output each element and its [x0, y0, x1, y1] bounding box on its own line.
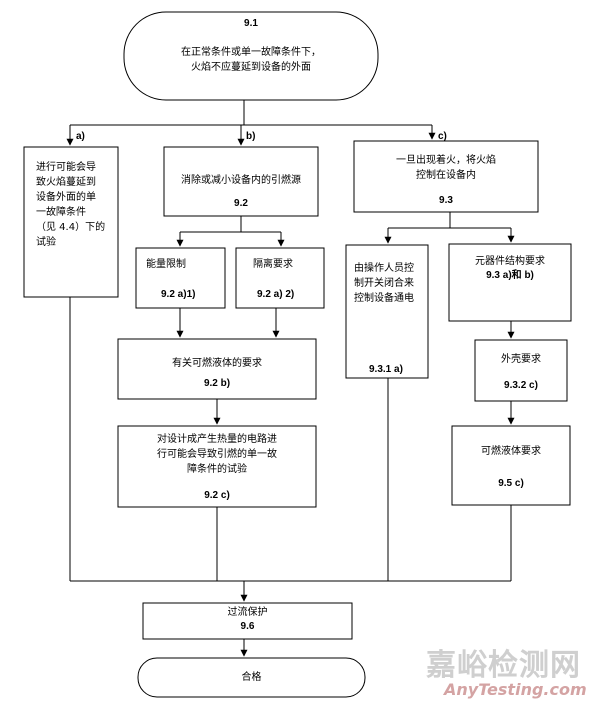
component-structure-box	[448, 243, 572, 322]
overcurrent-ref: 9.6	[240, 621, 255, 632]
enclosure-box	[474, 339, 568, 402]
start-terminal	[123, 11, 379, 101]
flammable-liquid-req-text: 可燃液体要求	[481, 446, 541, 457]
isolation-ref: 9.2 a) 2)	[257, 289, 295, 300]
heat-circuit-ref: 9.2 c)	[204, 490, 230, 501]
operator-switch-box	[345, 244, 429, 379]
watermark-cn: 嘉峪检测网	[426, 648, 581, 683]
branch-c-box	[353, 140, 539, 213]
energy-limit-ref: 9.2 a)1)	[161, 289, 196, 300]
pass-text: 合格	[241, 672, 262, 683]
flammable-liquid-b-ref: 9.2 b)	[203, 378, 231, 389]
pass-terminal	[137, 657, 366, 698]
component-structure-text: 元器件结构要求	[475, 256, 545, 267]
start-text: 在正常条件或单一故障条件下， 火焰不应蔓延到设备的外面	[181, 47, 321, 73]
flammable-liquid-req-ref: 9.5 c)	[498, 478, 524, 489]
isolation-box	[235, 247, 325, 309]
branch-label-a: a)	[76, 131, 85, 142]
operator-switch-ref: 9.3.1 a)	[369, 364, 403, 375]
branch-a-box	[23, 146, 119, 298]
operator-switch-text: 由操作人员控 制开关闭合来 控制设备通电	[354, 263, 414, 304]
watermark-en: AnyTesting.com	[444, 680, 587, 699]
flammable-liquid-req-box	[451, 425, 571, 506]
branch-a-text: 进行可能会导 致火焰蔓延到 设备外面的单 一故障条件 （见 4.4）下的 试验	[36, 162, 106, 248]
branch-b-text: 消除或减小设备内的引燃源	[181, 175, 301, 186]
overcurrent-text: 过流保护	[227, 607, 268, 618]
branch-label-c: c)	[438, 131, 447, 142]
branch-c-ref: 9.3	[439, 195, 453, 206]
enclosure-text: 外壳要求	[501, 354, 541, 365]
enclosure-ref: 9.3.2 c)	[504, 380, 538, 391]
start-ref: 9.1	[244, 18, 258, 29]
branch-label-b: b)	[246, 131, 256, 142]
branch-b-ref: 9.2	[234, 198, 248, 209]
component-structure-ref: 9.3 a)和 b)	[486, 270, 534, 281]
branch-c-text: 一旦出现着火，将火焰 控制在设备内	[396, 155, 496, 181]
heat-circuit-text: 对设计成产生热量的电路进 行可能会导致引燃的单一故 障条件的试验	[157, 434, 277, 475]
flammable-liquid-b-text: 有关可燃液体的要求	[172, 358, 262, 369]
overcurrent-box	[142, 602, 353, 640]
isolation-text: 隔离要求	[253, 259, 293, 270]
energy-limit-text: 能量限制	[146, 259, 186, 270]
